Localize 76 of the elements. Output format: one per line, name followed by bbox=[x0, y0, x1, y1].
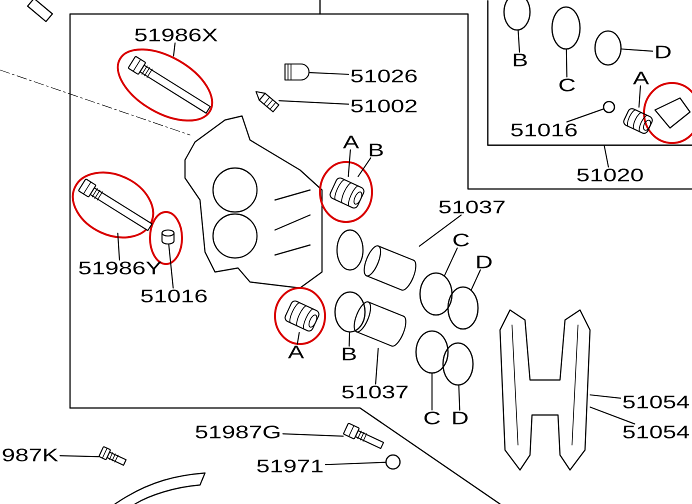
o-ring bbox=[447, 286, 479, 330]
leader-line bbox=[590, 394, 622, 399]
leader-line bbox=[282, 433, 344, 437]
bolt-drawing bbox=[98, 446, 127, 466]
callout-letter: C bbox=[424, 412, 440, 424]
callout-letter: A bbox=[632, 72, 650, 84]
part-number: 51002 bbox=[351, 100, 417, 112]
part-number: 51037 bbox=[342, 386, 408, 398]
cap-drawing bbox=[284, 63, 310, 81]
leader-line bbox=[566, 108, 604, 122]
part-number: 51054 bbox=[623, 396, 690, 408]
leader-line bbox=[172, 42, 176, 57]
boot-drawing bbox=[334, 179, 362, 207]
leader-line bbox=[296, 332, 300, 345]
part-number: 51987G bbox=[196, 426, 280, 438]
bolt-drawing bbox=[128, 56, 211, 114]
leader-line bbox=[458, 385, 460, 411]
callout-letter: D bbox=[477, 256, 492, 268]
part-number: 987K bbox=[2, 448, 58, 462]
leader-line bbox=[375, 348, 379, 384]
leader-line bbox=[638, 85, 641, 108]
part-number: 51016 bbox=[141, 290, 207, 302]
bracket-drawing bbox=[499, 309, 591, 471]
seal-ring bbox=[551, 6, 581, 50]
ball-drawing bbox=[602, 100, 616, 114]
leader-line bbox=[566, 49, 568, 78]
piston-drawing bbox=[364, 245, 416, 291]
boot-drawing bbox=[289, 302, 318, 330]
part-number: 51016 bbox=[511, 124, 577, 136]
bleeder-drawing bbox=[256, 91, 280, 112]
callout-letter: D bbox=[453, 412, 468, 424]
leader-line bbox=[444, 248, 458, 276]
o-ring bbox=[594, 30, 622, 66]
part-number: 51037 bbox=[439, 200, 505, 214]
leader-line bbox=[604, 144, 609, 168]
leader-line bbox=[348, 332, 350, 347]
leader-line bbox=[621, 48, 654, 52]
callout-letter: A bbox=[288, 346, 304, 358]
o-ring bbox=[442, 342, 474, 386]
inset-frame bbox=[487, 0, 692, 146]
leader-line bbox=[117, 232, 120, 260]
o-ring bbox=[503, 0, 531, 31]
part-number: 51054 bbox=[623, 426, 690, 438]
leader-line bbox=[168, 244, 174, 288]
leader-line bbox=[308, 72, 350, 75]
seal-ring bbox=[415, 330, 449, 374]
seal-ring bbox=[419, 272, 453, 316]
o-ring bbox=[334, 291, 366, 333]
callout-letter: B bbox=[370, 144, 383, 156]
leader-line bbox=[470, 269, 481, 290]
part-number: 51026 bbox=[351, 70, 417, 82]
bolt-drawing bbox=[343, 422, 384, 449]
callout-letter: D bbox=[656, 46, 671, 58]
leader-line bbox=[431, 373, 433, 410]
leader-line bbox=[278, 100, 350, 105]
part-number: 51971 bbox=[257, 460, 323, 472]
piston-drawing bbox=[354, 301, 406, 347]
bolt-drawing bbox=[78, 178, 153, 232]
boot-drawing bbox=[627, 110, 652, 132]
leader-line bbox=[358, 157, 372, 178]
part-number: 51986X bbox=[135, 28, 218, 42]
leader-line bbox=[590, 406, 636, 424]
callout-letter: B bbox=[514, 54, 527, 66]
leader-line bbox=[348, 149, 351, 178]
washer bbox=[385, 454, 401, 470]
callout-letter: B bbox=[342, 348, 356, 360]
leader-line bbox=[518, 30, 520, 53]
bushing-drawing bbox=[161, 229, 175, 245]
part-number: 51986Y bbox=[79, 262, 162, 274]
callout-letter: C bbox=[559, 78, 575, 92]
callout-letter: C bbox=[453, 234, 469, 246]
callout-letter: A bbox=[342, 136, 360, 148]
part-number: 51020 bbox=[577, 168, 643, 182]
leader-line bbox=[60, 455, 100, 458]
leader-line bbox=[324, 462, 386, 466]
leader-line bbox=[418, 214, 462, 247]
